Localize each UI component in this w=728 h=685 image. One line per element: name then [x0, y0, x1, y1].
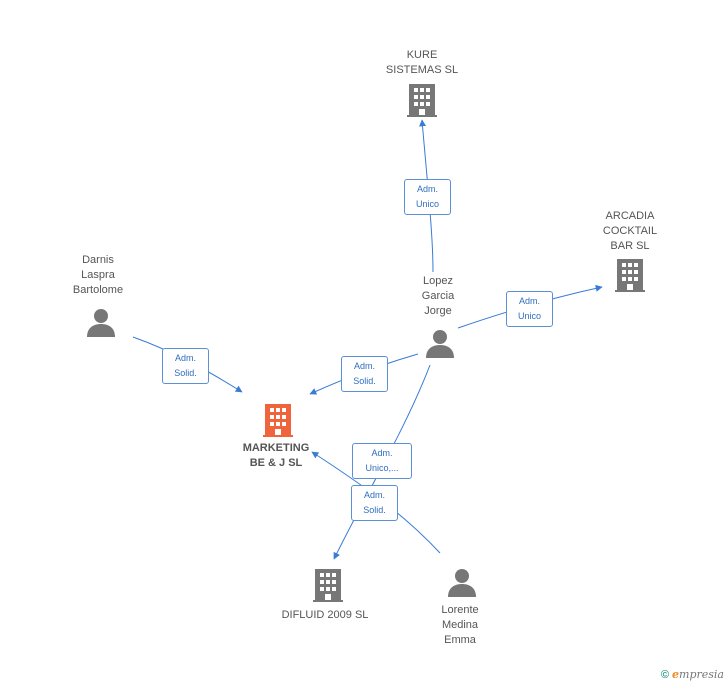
- building-icon-main: [263, 404, 293, 437]
- person-icon: [448, 569, 476, 597]
- node-label-lorente-medina-emma[interactable]: Lorente Medina Emma: [441, 604, 479, 646]
- role-badge-lopez-difluid: Adm. Unico,...: [352, 443, 412, 479]
- building-icon: [615, 259, 645, 292]
- node-label-difluid-2009[interactable]: DIFLUID 2009 SL: [281, 609, 369, 621]
- node-label-darnis-laspra-bartolome[interactable]: Darnis Laspra Bartolome: [72, 254, 124, 296]
- copyright-icon: ©: [660, 669, 669, 681]
- role-badge-lopez-arcadia: Adm. Unico: [506, 291, 553, 327]
- role-badge-lopez-kure: Adm. Unico: [404, 179, 451, 215]
- brand-initial: e: [672, 668, 680, 681]
- brand-name: mpresia: [679, 668, 724, 681]
- role-badge-darnis-marketing: Adm. Solid.: [162, 348, 209, 384]
- person-icon: [426, 330, 454, 358]
- node-label-kure-sistemas[interactable]: KURE SISTEMAS SL: [385, 49, 459, 76]
- node-label-marketing-be-j[interactable]: MARKETING BE & J SL: [242, 442, 310, 469]
- role-badge-lorente-marketing: Adm. Solid.: [351, 485, 398, 521]
- role-badge-lopez-marketing: Adm. Solid.: [341, 356, 388, 392]
- building-icon: [313, 569, 343, 602]
- empresia-brand: © empresia: [661, 668, 724, 681]
- person-icon: [87, 309, 115, 337]
- node-label-lopez-garcia-jorge[interactable]: Lopez Garcia Jorge: [421, 275, 455, 317]
- node-label-arcadia-cocktail-bar[interactable]: ARCADIA COCKTAIL BAR SL: [602, 210, 658, 252]
- building-icon: [407, 84, 437, 117]
